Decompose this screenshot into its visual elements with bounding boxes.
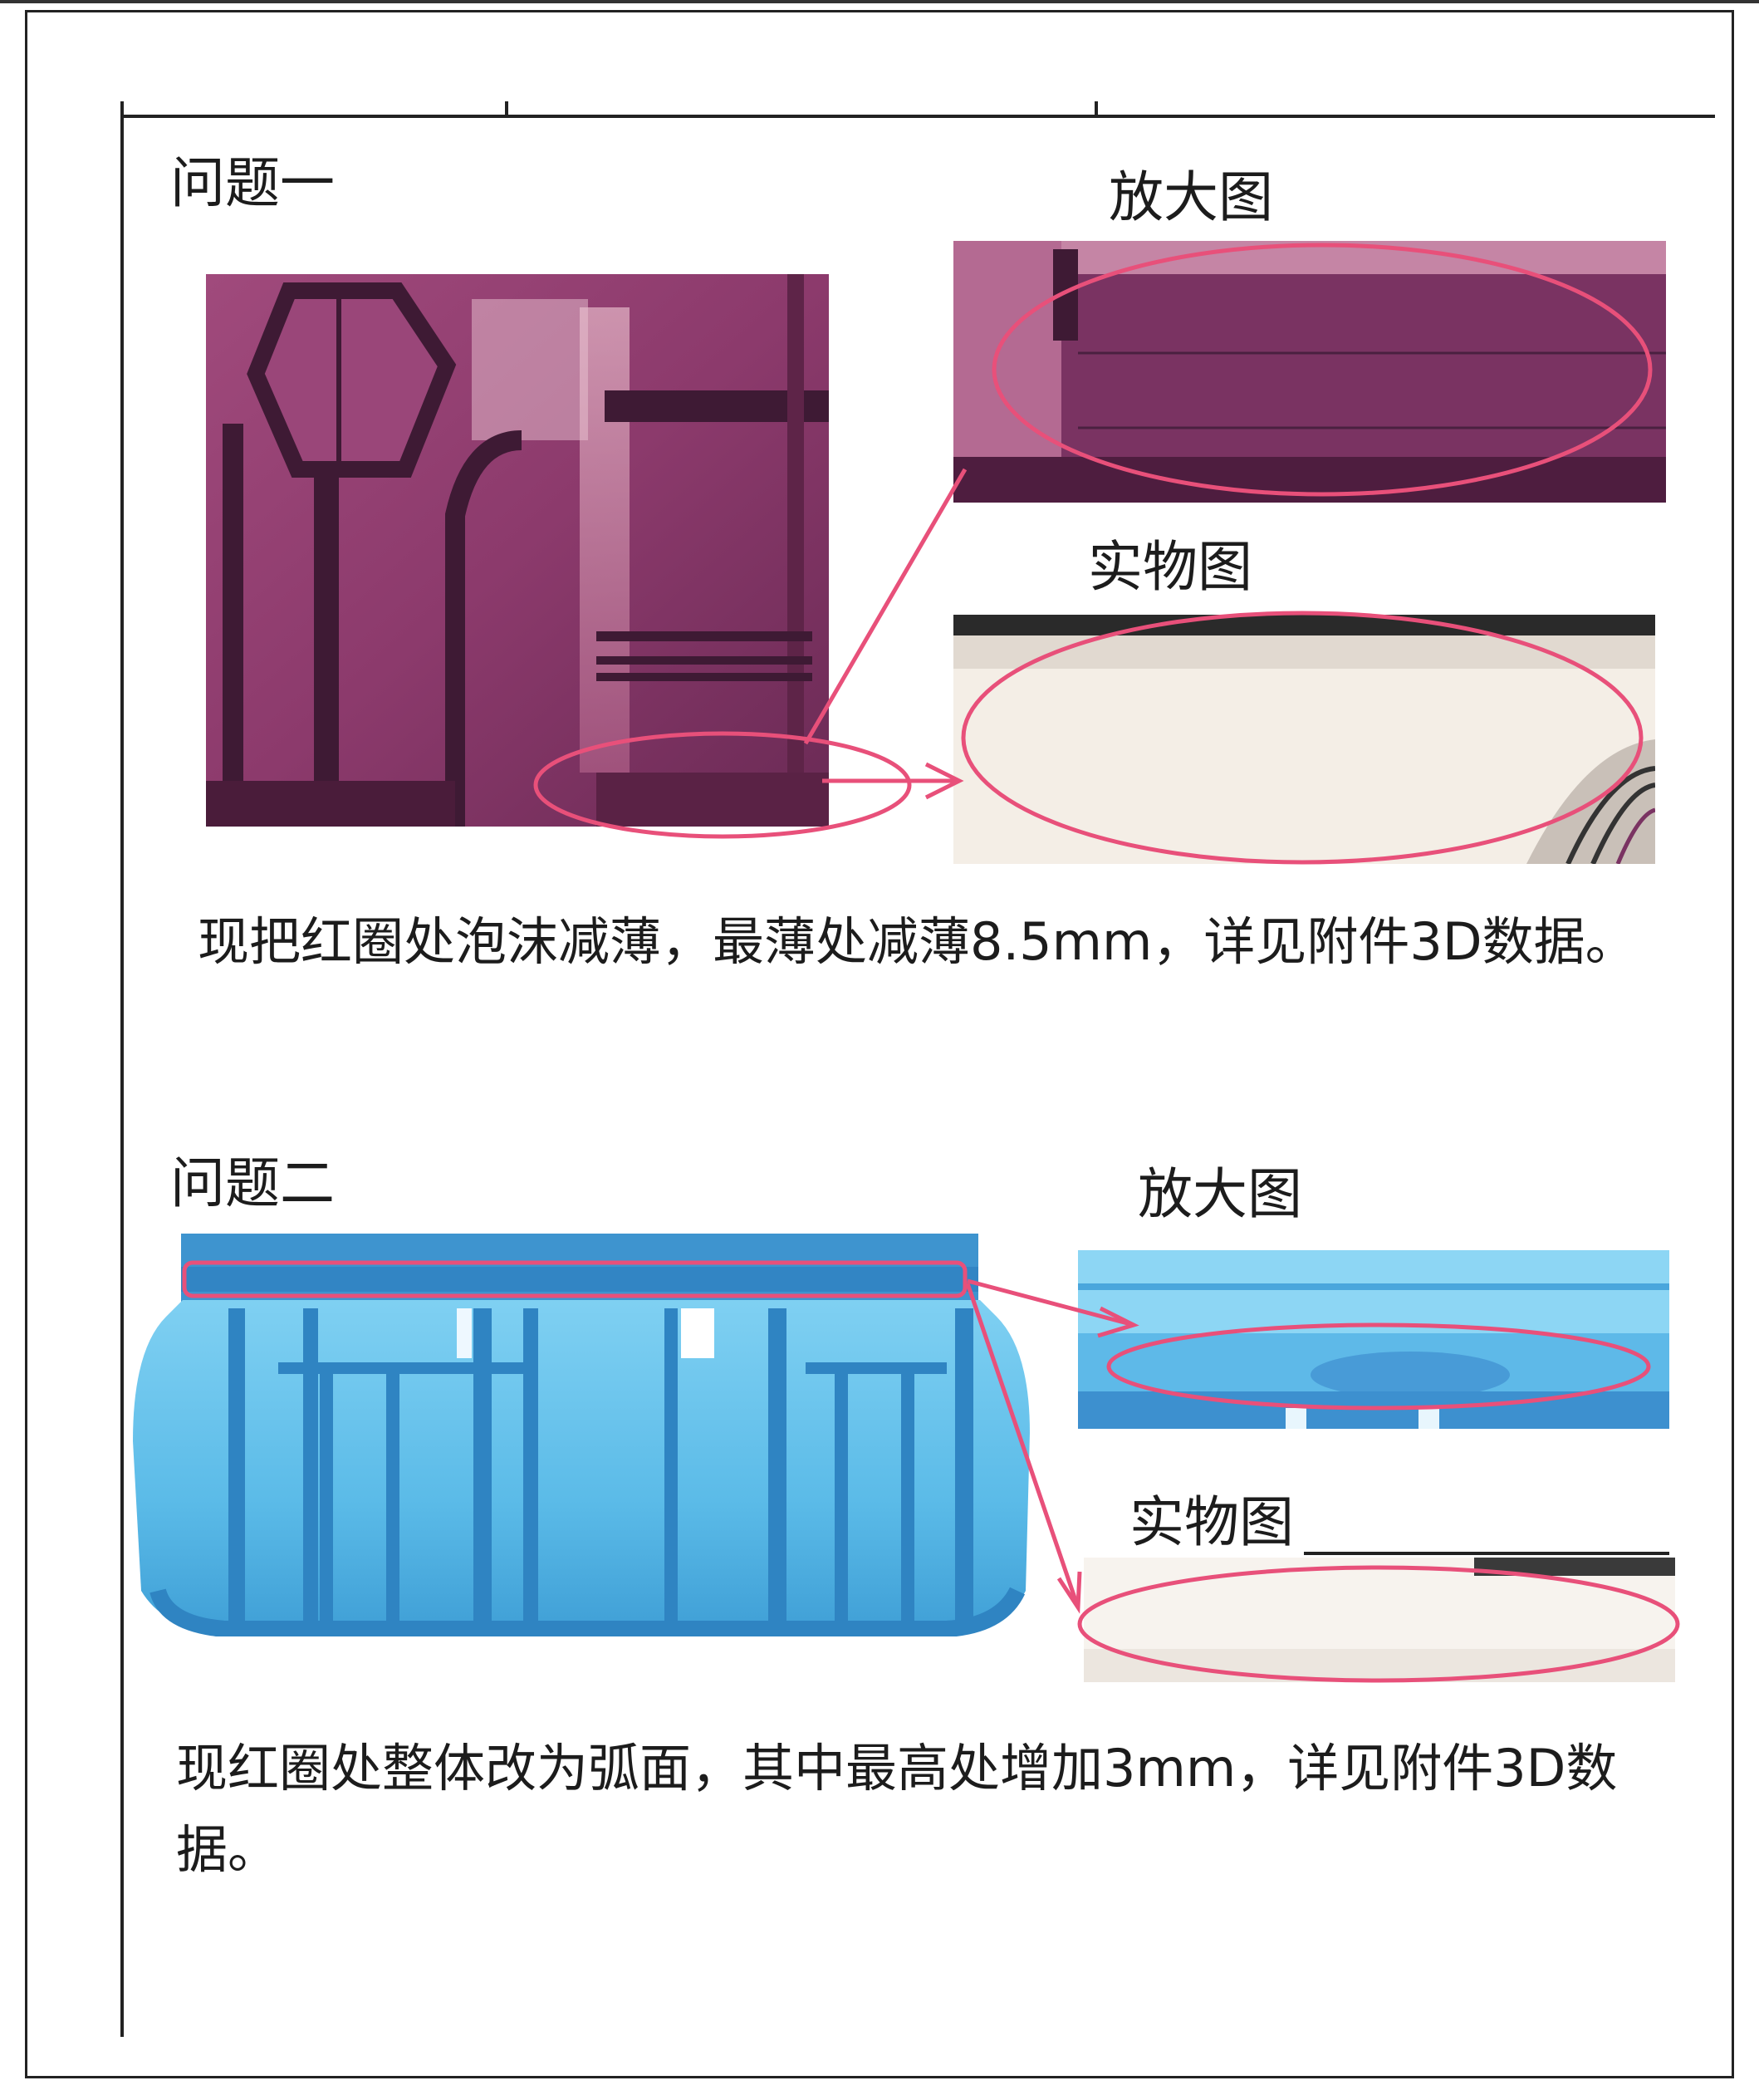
section1-heading: 问题一 [170,151,335,215]
column-tick [505,101,508,118]
section1-annotation-overlay [533,243,1653,865]
section2-photo-caption: 实物图 [1129,1490,1294,1554]
section1-photo-caption: 实物图 [1088,535,1252,599]
table-left-rule [120,101,124,2037]
table-top-rule [120,115,1715,118]
section2-zoom-caption: 放大图 [1138,1162,1302,1226]
section2-annotation-overlay [182,1260,1680,1683]
section1-zoom-caption: 放大图 [1109,165,1273,229]
section2-photo-caption-rule [1304,1552,1669,1555]
page-frame [25,10,1734,2078]
section1-photo-image [953,615,1655,864]
page-top-rule [0,0,1759,3]
section2-zoom-image [1078,1250,1669,1429]
section1-description: 现把红圈处泡沫减薄，最薄处减薄8.5mm，详见附件3D数据。 [198,911,1637,972]
column-tick [1095,101,1098,118]
section2-heading: 问题二 [170,1151,335,1215]
section2-description: 现红圈处整体改为弧面，其中最高处增加3mm，详见附件3D数据。 [176,1738,1618,1880]
